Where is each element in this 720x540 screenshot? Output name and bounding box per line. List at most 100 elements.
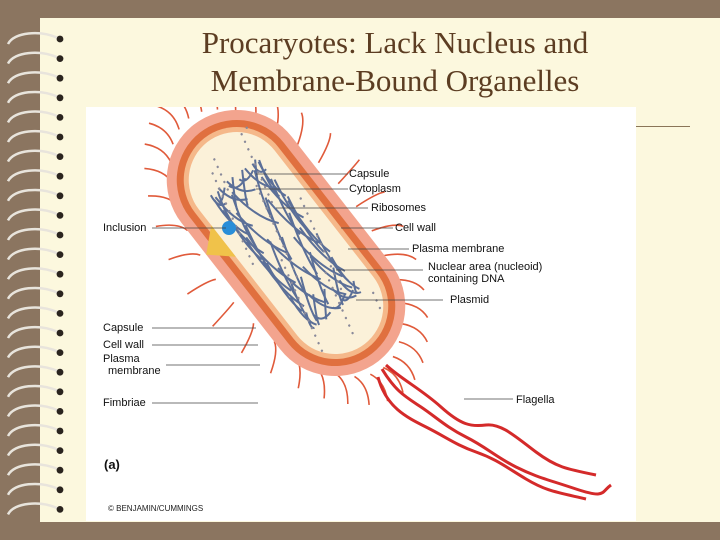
ribosome (300, 304, 304, 307)
ribosome (320, 349, 324, 352)
ribosome (283, 266, 287, 270)
ribosome (263, 185, 267, 189)
binding-ring (6, 286, 59, 300)
dna-strand (226, 180, 256, 193)
binding-ring (6, 325, 59, 339)
fimbria (317, 133, 332, 164)
slide-title: Procaryotes: Lack Nucleus and Membrane-B… (90, 24, 700, 100)
ribosome (245, 126, 248, 129)
ribosome (310, 326, 314, 330)
ribosome (295, 275, 299, 278)
fimbria (392, 355, 416, 381)
ribosome (255, 184, 258, 188)
binding-hole (56, 427, 64, 435)
label-plasma-line2: membrane (108, 365, 161, 377)
ribosome (270, 200, 273, 204)
fimbria (186, 278, 216, 295)
ribosome (331, 286, 334, 290)
dna-strand (209, 194, 227, 207)
binding-ring (6, 267, 59, 280)
dna-strand (299, 276, 318, 322)
ribosome (243, 140, 247, 143)
binding-ring (6, 247, 59, 261)
binding-hole (56, 114, 64, 121)
binding-hole (56, 251, 64, 258)
ribosome (378, 306, 382, 310)
ribosome (287, 274, 290, 277)
ribosome (260, 178, 263, 181)
fimbria (269, 341, 277, 374)
ribosome (327, 279, 331, 282)
ribosome-dots (211, 126, 382, 352)
ribosome (288, 260, 292, 263)
ribosome (226, 188, 229, 191)
fimbria (296, 112, 304, 145)
ribosome (339, 287, 343, 291)
binding-ring (6, 129, 59, 143)
label-plasma-membrane-left: Plasma membrane (103, 353, 161, 377)
binding-hole (56, 270, 64, 278)
binding-hole (56, 55, 64, 62)
ribosome (329, 265, 333, 268)
ribosome (272, 222, 275, 225)
ribosome (280, 259, 283, 262)
cutaway-wedge (206, 225, 236, 257)
label-cytoplasm: Cytoplasm (349, 183, 401, 195)
ribosome (265, 207, 268, 210)
fimbria (240, 323, 255, 354)
binding-ring (6, 208, 59, 222)
binding-ring (6, 306, 59, 320)
binding-hole (56, 349, 64, 356)
panel-label: (a) (104, 457, 120, 472)
ribosome (228, 209, 231, 213)
ribosome (267, 193, 270, 196)
ribosome (337, 301, 341, 305)
ribosome (223, 180, 226, 184)
ribosome (309, 219, 312, 223)
binding-hole (56, 447, 64, 454)
binding-ring (6, 169, 59, 182)
cell-diagram (144, 80, 612, 501)
binding-ring (6, 423, 59, 437)
fimbria (148, 122, 174, 145)
ribosome (275, 229, 278, 233)
ribosome (257, 170, 260, 174)
ribosome (218, 187, 221, 190)
binding-ring (6, 71, 59, 84)
dna-strand (238, 169, 255, 182)
binding-ring (6, 404, 59, 418)
binding-hole (56, 153, 64, 161)
dna-strand (302, 265, 347, 296)
ribosome (240, 133, 243, 136)
dna-strand (280, 236, 309, 298)
dna-strand (332, 294, 346, 310)
ribosome (333, 272, 336, 276)
dna-strand (330, 256, 360, 290)
ribosome (247, 148, 250, 151)
ribosome (224, 202, 228, 205)
ribosome (302, 204, 306, 208)
ribosome (262, 199, 265, 203)
dna-strand (289, 280, 313, 324)
ribosome (282, 245, 285, 248)
label-cell-wall: Cell wall (395, 222, 436, 234)
label-capsule-left: Capsule (103, 322, 144, 334)
binding-ring (6, 463, 59, 476)
dna-strand (235, 212, 289, 254)
label-capsule: Capsule (349, 168, 390, 180)
dna-strand (298, 227, 346, 272)
fimbria (212, 301, 235, 327)
ribosome (344, 316, 348, 320)
binding-hole (56, 231, 64, 239)
dna-strand (323, 288, 328, 320)
ribosome (372, 291, 375, 295)
label-nucleoid-line2: containing DNA (428, 273, 505, 285)
binding-ring (6, 110, 59, 124)
ribosome (336, 280, 339, 283)
label-nucleoid-line1: Nuclear area (nucleoid) (428, 261, 543, 273)
binding-ring (6, 149, 59, 163)
leader-lines (152, 173, 513, 404)
binding-hole (56, 329, 64, 337)
ribosome (341, 309, 344, 312)
binding-ring (6, 482, 59, 496)
